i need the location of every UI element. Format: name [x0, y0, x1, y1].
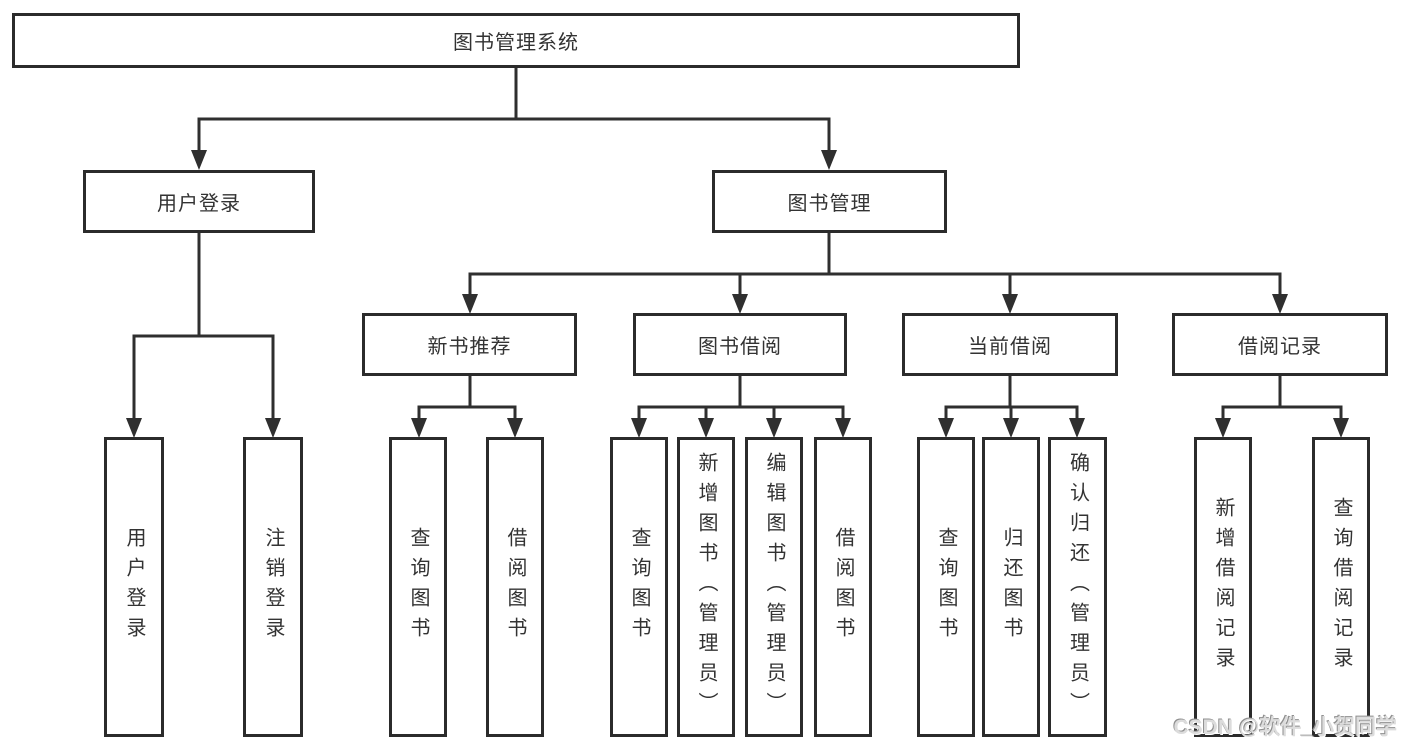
node-new-book-recommend-label: 新书推荐 [427, 336, 512, 358]
node-book-management-label: 图书管理 [787, 193, 872, 215]
csdn-watermark: CSDN @软件_小贺同学 [1173, 716, 1398, 739]
leaf-return-books: 归还图书 [982, 437, 1040, 737]
node-borrow-records-label: 借阅记录 [1238, 336, 1322, 358]
leaf-confirm-return-admin: 确认归还（管理员） [1048, 437, 1107, 737]
node-borrow-records: 借阅记录 [1172, 313, 1388, 376]
leaf-edit-books-admin-label: 编辑图书（管理员） [763, 452, 785, 722]
leaf-borrow-books-recommend: 借阅图书 [486, 437, 544, 737]
leaf-edit-books-admin: 编辑图书（管理员） [745, 437, 803, 737]
leaf-logout-login: 注销登录 [243, 437, 303, 737]
leaf-add-borrow-record: 新增借阅记录 [1194, 437, 1252, 737]
leaf-query-books-recommend-label: 查询图书 [407, 527, 429, 647]
leaf-user-login: 用户登录 [104, 437, 164, 737]
leaf-query-books-borrow: 查询图书 [610, 437, 668, 737]
leaf-query-books-recommend: 查询图书 [389, 437, 447, 737]
connector-root-to-level2 [191, 66, 837, 170]
leaf-return-books-label: 归还图书 [1000, 527, 1022, 647]
connector-book-borrow-children [631, 374, 851, 438]
leaf-query-books-current: 查询图书 [917, 437, 975, 737]
node-user-login-label: 用户登录 [157, 193, 241, 215]
connector-borrow-records-children [1215, 374, 1349, 438]
leaf-confirm-return-admin-label: 确认归还（管理员） [1066, 452, 1089, 722]
leaf-borrow-books-label: 借阅图书 [832, 527, 854, 647]
node-current-borrow: 当前借阅 [902, 313, 1118, 376]
leaf-query-borrow-record-label: 查询借阅记录 [1330, 497, 1352, 677]
node-current-borrow-label: 当前借阅 [968, 336, 1052, 358]
node-new-book-recommend: 新书推荐 [362, 313, 577, 376]
leaf-add-books-admin: 新增图书（管理员） [677, 437, 735, 737]
node-root-system: 图书管理系统 [12, 13, 1020, 68]
node-root-system-label: 图书管理系统 [453, 32, 579, 54]
node-book-borrow: 图书借阅 [633, 313, 847, 376]
node-book-borrow-label: 图书借阅 [698, 336, 782, 358]
node-user-login: 用户登录 [83, 170, 315, 233]
connector-book-mgmt-children [462, 231, 1288, 314]
connector-new-book-children [411, 374, 523, 438]
leaf-user-login-label: 用户登录 [123, 527, 145, 647]
node-book-management: 图书管理 [712, 170, 947, 233]
leaf-query-borrow-record: 查询借阅记录 [1312, 437, 1370, 737]
leaf-add-borrow-record-label: 新增借阅记录 [1212, 497, 1234, 677]
leaf-logout-login-label: 注销登录 [262, 527, 284, 647]
leaf-query-books-borrow-label: 查询图书 [628, 527, 650, 647]
leaf-query-books-current-label: 查询图书 [935, 527, 957, 647]
connector-user-login-children [126, 231, 281, 438]
leaf-borrow-books: 借阅图书 [814, 437, 872, 737]
connector-current-borrow-children [938, 374, 1085, 438]
leaf-borrow-books-recommend-label: 借阅图书 [504, 527, 526, 647]
leaf-add-books-admin-label: 新增图书（管理员） [695, 452, 717, 722]
